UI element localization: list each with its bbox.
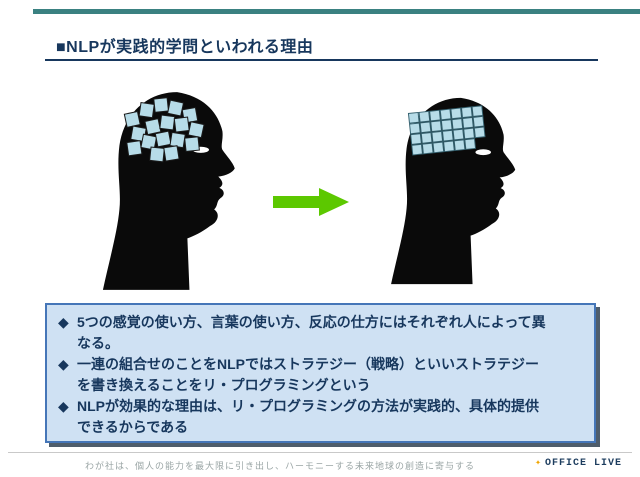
footer-message: わが社は、個人の能力を最大限に引き出し、ハーモニーする未来地球の創造に寄与する bbox=[84, 461, 475, 471]
bullet-text: NLPが効果的な理由は、リ・プログラミングの方法が実践的、具体的提供できるからで… bbox=[77, 398, 539, 435]
logo-text: OFFICE LIVE bbox=[544, 458, 622, 469]
top-accent-bar bbox=[33, 9, 640, 14]
page-title: ■NLPが実践的学問といわれる理由 bbox=[56, 39, 314, 56]
head-organized-brain-illustration bbox=[391, 97, 516, 285]
head-scattered-brain-illustration bbox=[102, 92, 235, 290]
footer-divider bbox=[8, 452, 632, 453]
transform-arrow-icon bbox=[273, 188, 349, 216]
bullet-item: ◆ NLPが効果的な理由は、リ・プログラミングの方法が実践的、具体的提供できるか… bbox=[57, 396, 549, 438]
bullet-text: 一連の組合せのことをNLPではストラテジー（戦略）といいストラテジーを書き換える… bbox=[77, 356, 539, 393]
brain-reprogramming-illustration bbox=[102, 92, 516, 290]
bullet-text: 5つの感覚の使い方、言葉の使い方、反応の仕方にはそれぞれ人によって異なる。 bbox=[77, 314, 546, 351]
bullet-list: ◆ 5つの感覚の使い方、言葉の使い方、反応の仕方にはそれぞれ人によって異なる。 … bbox=[57, 312, 549, 438]
organized-brain-grid bbox=[407, 105, 486, 156]
bullet-marker-icon: ◆ bbox=[58, 314, 69, 330]
office-live-logo: ✦OFFICE LIVE bbox=[535, 457, 622, 469]
bullet-item: ◆ 5つの感覚の使い方、言葉の使い方、反応の仕方にはそれぞれ人によって異なる。 bbox=[57, 312, 549, 354]
bullet-marker-icon: ◆ bbox=[58, 356, 69, 372]
eye-icon bbox=[475, 149, 491, 156]
bullet-marker-icon: ◆ bbox=[58, 398, 69, 414]
scattered-brain-blocks bbox=[123, 97, 205, 163]
title-underline bbox=[45, 59, 598, 61]
bullet-item: ◆ 一連の組合せのことをNLPではストラテジー（戦略）といいストラテジーを書き換… bbox=[57, 354, 549, 396]
logo-star-icon: ✦ bbox=[534, 458, 542, 469]
summary-box: ◆ 5つの感覚の使い方、言葉の使い方、反応の仕方にはそれぞれ人によって異なる。 … bbox=[45, 303, 596, 443]
